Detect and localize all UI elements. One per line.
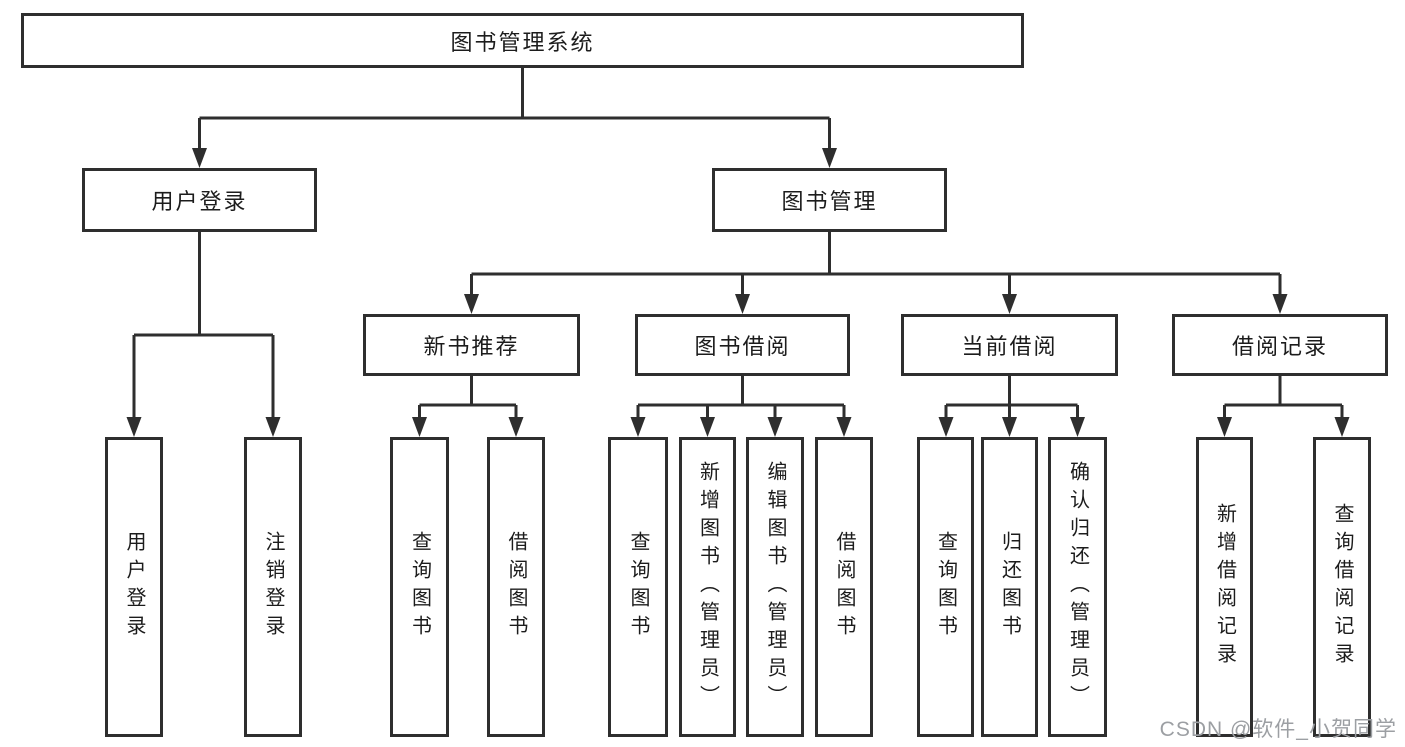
node-current-borrow-label: 当前借阅 [961, 334, 1058, 359]
leaf-add-books-admin-label: 新增图书（管理员） [696, 461, 719, 713]
leaf-logout-label: 注销登录 [262, 531, 284, 643]
leaf-user-login: 用户登录 [105, 437, 163, 737]
node-user-login: 用户登录 [82, 168, 317, 232]
connector-user-login-children [126, 232, 281, 437]
leaf-borrow-books-label: 借阅图书 [833, 531, 855, 643]
leaf-edit-books-admin: 编辑图书（管理员） [746, 437, 804, 737]
node-user-login-label: 用户登录 [151, 189, 248, 214]
node-root-system-label: 图书管理系统 [450, 29, 595, 55]
leaf-borrow-books-recommend: 借阅图书 [487, 437, 545, 737]
node-root-system: 图书管理系统 [21, 13, 1024, 68]
leaf-logout: 注销登录 [244, 437, 302, 737]
node-new-book-recommend-label: 新书推荐 [423, 334, 520, 359]
leaf-query-books-current-label: 查询图书 [934, 531, 957, 643]
leaf-borrow-books: 借阅图书 [815, 437, 873, 737]
connector-borrow-records-children [1217, 376, 1350, 437]
leaf-add-borrow-record: 新增借阅记录 [1196, 437, 1253, 737]
leaf-add-borrow-record-label: 新增借阅记录 [1213, 503, 1236, 671]
leaf-query-books-recommend: 查询图书 [390, 437, 449, 737]
node-book-management-label: 图书管理 [781, 189, 878, 214]
node-book-borrow: 图书借阅 [635, 314, 850, 376]
leaf-user-login-label: 用户登录 [123, 531, 145, 643]
node-borrow-records: 借阅记录 [1172, 314, 1388, 376]
leaf-query-books-borrow-label: 查询图书 [627, 531, 649, 643]
leaf-query-books-borrow: 查询图书 [608, 437, 668, 737]
connector-root-to-level2 [192, 68, 837, 168]
leaf-confirm-return-admin: 确认归还（管理员） [1048, 437, 1107, 737]
node-new-book-recommend: 新书推荐 [363, 314, 580, 376]
leaf-add-books-admin: 新增图书（管理员） [679, 437, 736, 737]
leaf-return-books-label: 归还图书 [998, 531, 1021, 643]
leaf-query-books-recommend-label: 查询图书 [408, 531, 431, 643]
leaf-confirm-return-admin-label: 确认归还（管理员） [1066, 461, 1089, 713]
leaf-return-books: 归还图书 [981, 437, 1038, 737]
node-borrow-records-label: 借阅记录 [1231, 334, 1328, 359]
node-book-management: 图书管理 [712, 168, 947, 232]
node-book-borrow-label: 图书借阅 [694, 334, 791, 359]
leaf-query-books-current: 查询图书 [917, 437, 974, 737]
leaf-query-borrow-record: 查询借阅记录 [1313, 437, 1371, 737]
leaf-edit-books-admin-label: 编辑图书（管理员） [764, 461, 786, 713]
leaf-borrow-books-recommend-label: 借阅图书 [505, 531, 527, 643]
connector-book-borrow-children [630, 376, 852, 437]
connector-new-book-children [412, 376, 524, 437]
leaf-query-borrow-record-label: 查询借阅记录 [1331, 503, 1353, 671]
node-current-borrow: 当前借阅 [901, 314, 1118, 376]
csdn-watermark: CSDN @软件_小贺同学 [1159, 718, 1397, 741]
connector-book-management-children [464, 232, 1288, 314]
connector-current-borrow-children [938, 376, 1085, 437]
